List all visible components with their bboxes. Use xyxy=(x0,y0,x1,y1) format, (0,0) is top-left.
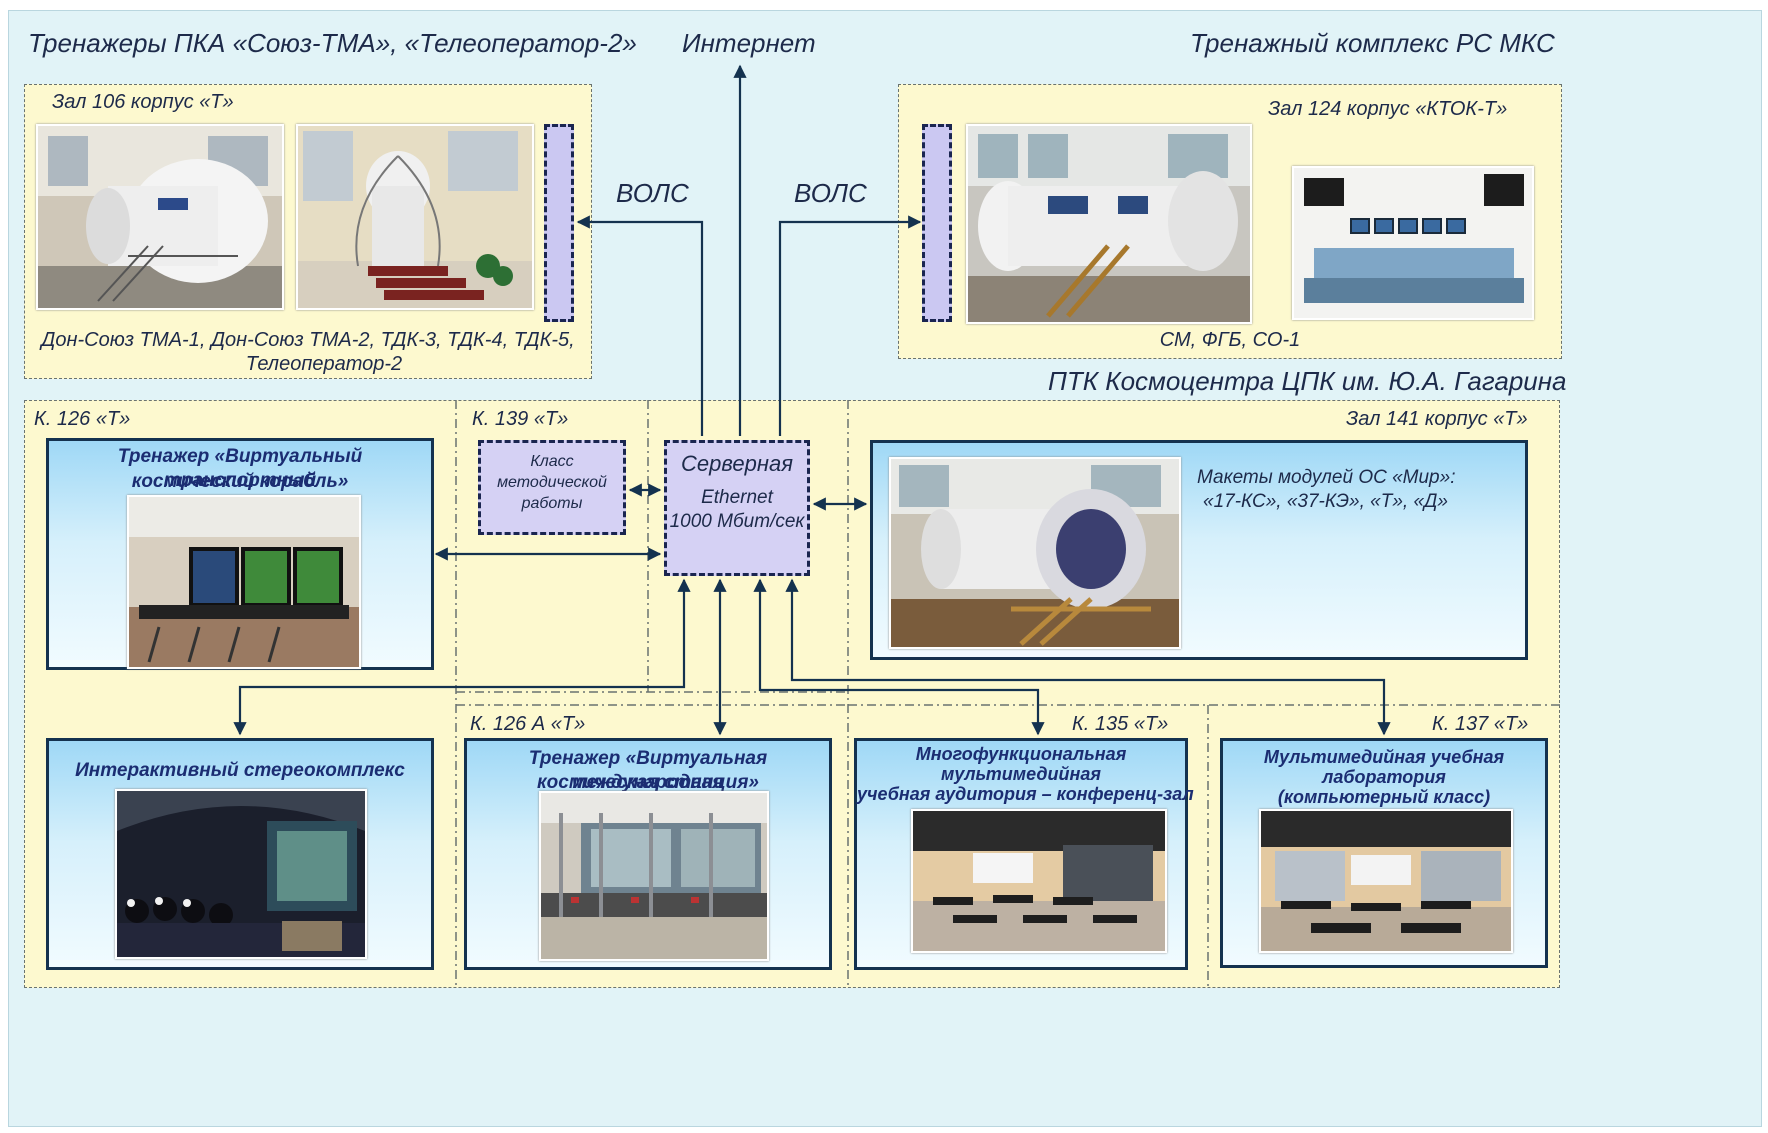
k139-line1: Класс xyxy=(530,453,574,470)
k137-lab-box: Мультимедийная учебная лаборатория (комп… xyxy=(1220,738,1548,968)
k139-line3: работы xyxy=(521,495,583,512)
server-ethernet: Ethernet xyxy=(701,487,773,508)
hall106-caption-line1: Дон-Союз ТМА-1, Дон-Союз ТМА-2, ТДК-3, Т… xyxy=(41,329,575,351)
stereo-complex-box: Интерактивный стереокомплекс xyxy=(46,738,434,970)
k126-title-line1: Тренажер «Виртуальный транспортный xyxy=(117,446,363,491)
stereo-title: Интерактивный стереокомплекс xyxy=(75,760,405,781)
vols-left-label: ВОЛС xyxy=(616,178,689,208)
hall141-desc-line1: Макеты модулей ОС «Мир»: xyxy=(1197,467,1456,488)
conference-hall-photo xyxy=(911,809,1167,953)
k137-title-line3: (компьютерный класс) xyxy=(1277,787,1491,807)
soyuz-simulator-photo xyxy=(36,124,284,310)
hall141-desc-line2: «17-КС», «37-КЭ», «Т», «Д» xyxy=(1203,491,1448,512)
computer-class-photo xyxy=(1259,809,1513,953)
server-title: Серверная xyxy=(681,451,793,476)
k126-label: К. 126 «Т» xyxy=(34,408,131,430)
virtual-iss-photo xyxy=(539,791,769,961)
right-top-title: Тренажный комплекс РС МКС xyxy=(1190,28,1555,58)
hall124-caption: СМ, ФГБ, СО-1 xyxy=(1159,329,1301,351)
k135-auditorium-box: Многофункциональная мультимедийная учебн… xyxy=(854,738,1194,970)
k137-title-line2: лаборатория xyxy=(1322,767,1446,787)
k126a-simulator-box: Тренажер «Виртуальная международная косм… xyxy=(464,738,832,970)
k139-line2: методической xyxy=(497,474,607,491)
k126a-title-line2: космическая станция» xyxy=(537,772,759,793)
k137-label: К. 137 «Т» xyxy=(1432,713,1529,735)
server-room-box: Серверная Ethernet 1000 Мбит/сек xyxy=(664,440,810,576)
k126a-title-line1: Тренажер «Виртуальная международная xyxy=(528,748,768,793)
k139-label: К. 139 «Т» xyxy=(472,408,569,430)
control-room-photo xyxy=(1292,166,1534,320)
hall141-label: Зал 141 корпус «Т» xyxy=(1346,408,1528,430)
k126-title-line2: космический корабль» xyxy=(131,471,349,492)
k139-methodical-class-box: Класс методической работы xyxy=(478,440,626,535)
iss-modules-photo xyxy=(966,124,1252,324)
stereo-complex-photo xyxy=(115,789,367,959)
hall106-caption-line2: Телеоператор-2 xyxy=(245,353,403,375)
k137-title-line1: Мультимедийная учебная xyxy=(1263,747,1505,767)
left-top-title: Тренажеры ПКА «Союз-ТМА», «Телеоператор-… xyxy=(28,28,637,58)
k135-title-line1: Многофункциональная xyxy=(915,744,1127,764)
k135-title-line2: мультимедийная xyxy=(941,764,1101,784)
hall106-label: Зал 106 корпус «Т» xyxy=(52,91,234,113)
hall124-fiber-rack xyxy=(922,124,952,322)
teleoperator-simulator-photo xyxy=(296,124,534,310)
hall106-fiber-rack xyxy=(544,124,574,322)
server-speed: 1000 Мбит/сек xyxy=(669,511,805,532)
hall124-label: Зал 124 корпус «КТОК-Т» xyxy=(1268,98,1508,120)
ptk-title: ПТК Космоцентра ЦПК им. Ю.А. Гагарина xyxy=(1048,366,1567,396)
internet-label: Интернет xyxy=(682,28,816,58)
k135-title-line3: учебная аудитория – конференц-зал xyxy=(857,784,1194,804)
vols-right-label: ВОЛС xyxy=(794,178,867,208)
